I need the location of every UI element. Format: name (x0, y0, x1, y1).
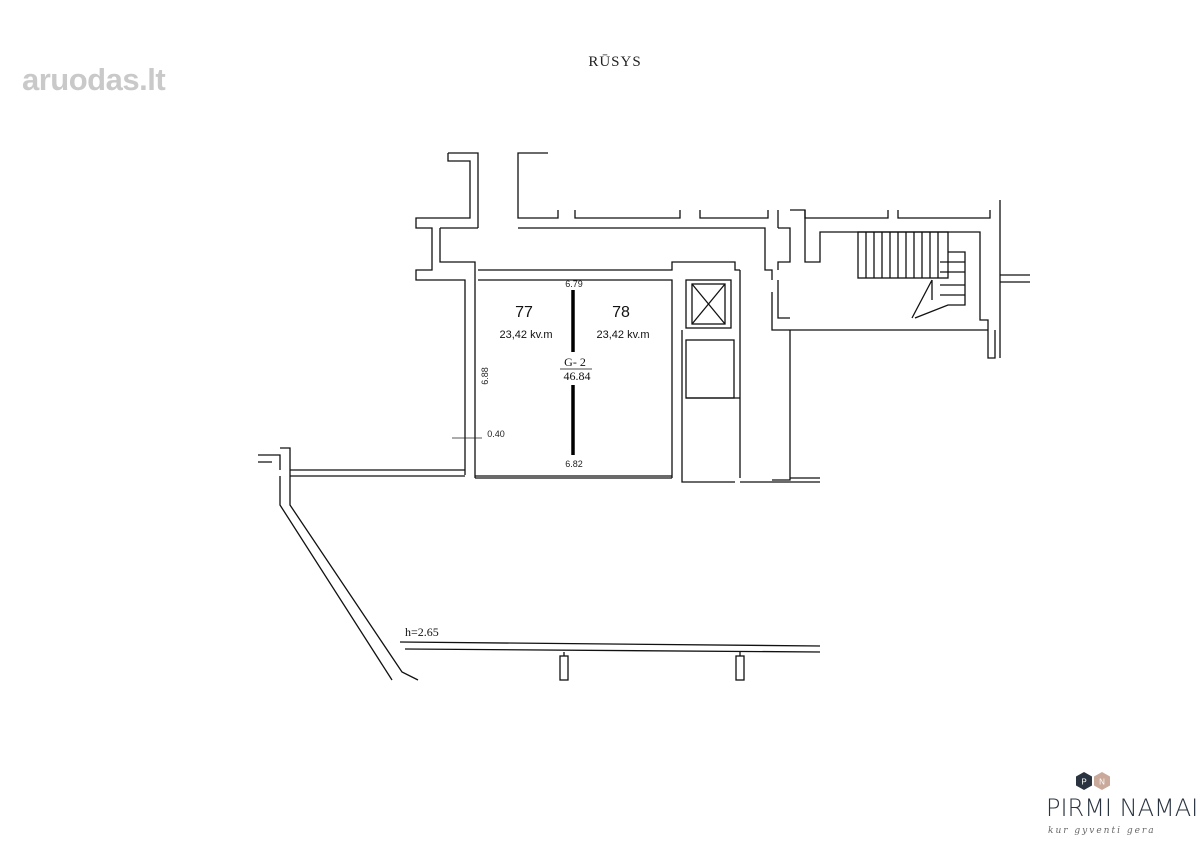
logo-letter-p: P (1081, 778, 1086, 787)
room-77-number: 77 (515, 304, 533, 321)
brand-name: PIRMI NAMAI (1046, 794, 1199, 822)
room-77-area: 23,42 kv.m (500, 329, 553, 341)
brand-logo-icon: P N (1076, 772, 1110, 790)
dimension-top-width: 6.79 (565, 279, 583, 289)
group-code: G- 2 (564, 355, 586, 369)
watermark-suffix: .lt (139, 62, 166, 97)
staircase (857, 231, 966, 319)
brand-tagline: kur gyventi gera (1048, 826, 1156, 836)
dimension-bottom-width: 6.82 (565, 459, 583, 469)
ceiling-height: h=2.65 (405, 625, 439, 639)
walls (258, 152, 1030, 483)
group-area: 46.84 (564, 369, 591, 383)
room-78-number: 78 (612, 304, 630, 321)
exterior-walls (279, 476, 821, 681)
dimension-height: 6.88 (480, 367, 490, 385)
aruodas-watermark: aruodas.lt (22, 62, 166, 98)
elevator-shaft (681, 279, 740, 483)
watermark-text: aruodas (22, 62, 140, 97)
dimension-wall-thickness: 0.40 (452, 429, 505, 439)
plan-title: RŪSYS (588, 54, 641, 70)
room-78-area: 23,42 kv.m (597, 329, 650, 341)
logo-letter-n: N (1099, 778, 1105, 787)
dimension-wall-thickness-label: 0.40 (487, 429, 505, 439)
